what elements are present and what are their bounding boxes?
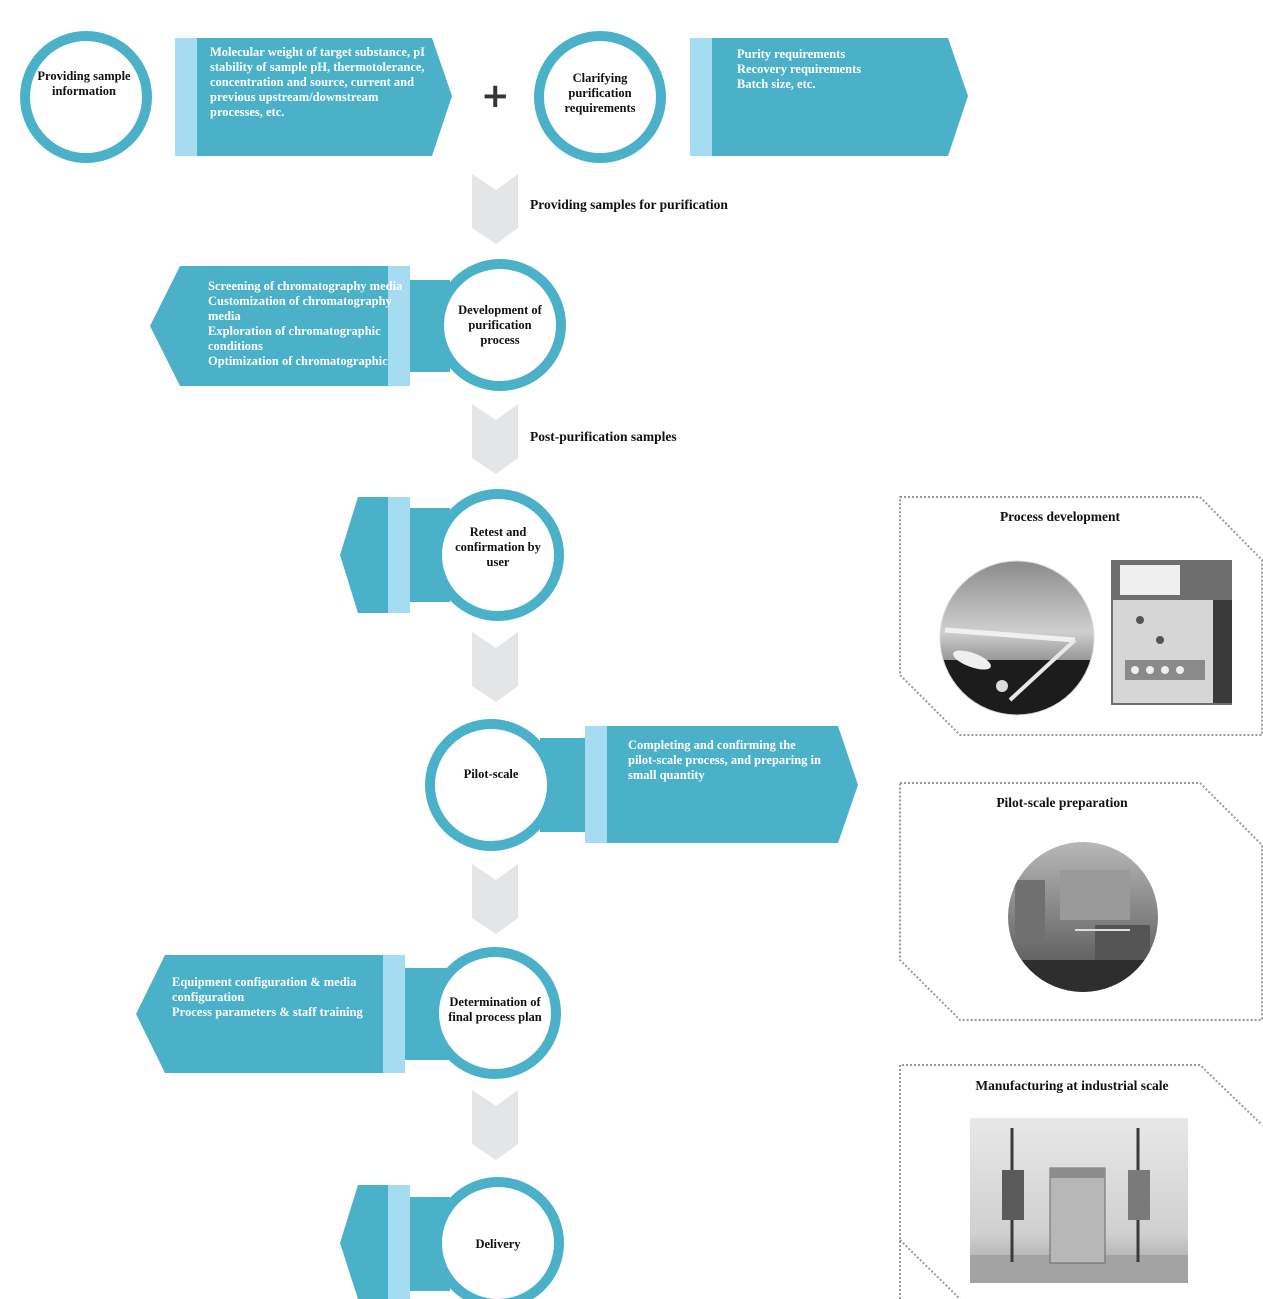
sample-info-detail-line: Molecular weight of target substance, pI — [210, 45, 426, 59]
final-plan-band — [383, 955, 405, 1073]
panel-industrial — [899, 1064, 1263, 1299]
arrow2-caption: Post-purification samples — [530, 429, 677, 444]
pilot-banner — [585, 726, 858, 843]
purification-req-details: Purity requirements Recovery requirement… — [737, 47, 937, 92]
pilot-circle — [425, 719, 557, 851]
purification-req-node — [534, 31, 968, 163]
purification-req-banner — [690, 38, 968, 156]
panel-process-development — [899, 496, 1263, 736]
photo-pilot-equipment — [1008, 842, 1158, 992]
purification-req-circle-label: Clarifying purification requirements — [564, 70, 636, 115]
arrow1-caption: Providing samples for purification — [530, 197, 728, 212]
sample-info-circle-label: Providing sample information — [37, 69, 131, 98]
development-details: Screening of chromatography media Custom… — [208, 279, 406, 385]
sample-info-details: Molecular weight of target substance, pI… — [210, 45, 432, 120]
panel-pilot-prep-title: Pilot-scale preparation — [996, 795, 1128, 810]
development-circle — [434, 259, 566, 391]
final-plan-banner — [136, 955, 405, 1073]
development-circle-label: Development of purification process — [458, 302, 542, 347]
pilot-circle-label: Pilot-scale — [463, 766, 519, 781]
purification-req-detail-line: Recovery requirements — [737, 62, 862, 76]
pilot-band — [585, 726, 607, 843]
sample-info-band — [175, 38, 197, 156]
down-arrow-icon — [472, 864, 518, 934]
photo-control-panel — [1111, 560, 1232, 705]
purification-req-circle — [534, 31, 666, 163]
final-plan-node — [136, 947, 561, 1079]
delivery-node — [340, 1177, 564, 1299]
retest-circle-label: Retest and confirmation by user — [455, 524, 541, 569]
panel-process-development-title: Process development — [999, 509, 1121, 524]
final-plan-details: Equipment configuration & media configur… — [172, 975, 377, 1020]
panel-pilot-prep — [899, 782, 1263, 1021]
final-plan-circle-label: Determination of final process plan — [448, 995, 542, 1024]
photo-industrial-equipment — [970, 1118, 1188, 1283]
retest-node — [340, 489, 564, 621]
final-plan-circle — [429, 947, 561, 1079]
down-arrow-icon — [472, 174, 518, 244]
down-arrow-icon — [472, 1090, 518, 1160]
development-detail-line: Exploration of chromatographic condition… — [208, 324, 381, 353]
sample-info-banner — [175, 38, 452, 156]
retest-circle — [432, 489, 564, 621]
pilot-node — [425, 719, 858, 851]
pilot-details: Completing and confirming the pilot-scal… — [628, 738, 821, 782]
delivery-band — [388, 1185, 410, 1299]
delivery-circle — [432, 1177, 564, 1299]
development-node — [150, 259, 566, 391]
development-detail-line: Screening of chromatography media — [208, 279, 403, 293]
down-arrow-icon — [472, 632, 518, 702]
sample-info-detail-line: stability of sample pH, thermotolerance,… — [210, 60, 425, 119]
delivery-circle-label: Delivery — [475, 1236, 521, 1251]
development-detail-line: Optimization of chromatographic — [208, 354, 388, 368]
down-arrow-icon — [472, 404, 518, 474]
sample-info-circle — [20, 31, 152, 163]
development-band — [388, 266, 410, 386]
purification-req-band — [690, 38, 712, 156]
purification-req-detail-line: Purity requirements — [737, 47, 846, 61]
final-plan-detail-line: Process parameters & staff training — [172, 1005, 363, 1019]
final-plan-detail-line: Equipment configuration & media configur… — [172, 975, 357, 1004]
purification-req-detail-line: Batch size, etc. — [737, 77, 816, 91]
development-banner — [150, 266, 410, 386]
panel-industrial-title: Manufacturing at industrial scale — [975, 1078, 1169, 1093]
sample-info-node — [20, 31, 452, 163]
development-detail-line: Customization of chromatography media — [208, 294, 392, 323]
retest-band — [388, 497, 410, 613]
plus-icon: + — [481, 76, 510, 116]
